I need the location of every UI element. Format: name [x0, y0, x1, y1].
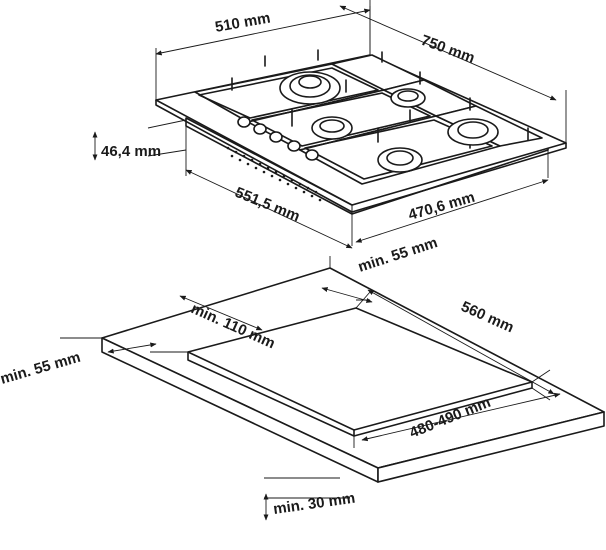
worktop-dimension-lines [60, 256, 561, 521]
label-hob-height: 46,4 mm [101, 143, 161, 160]
knob [237, 116, 251, 128]
knob [269, 131, 283, 143]
control-knobs [237, 116, 319, 161]
label-hob-width: 750 mm [419, 32, 477, 67]
label-cutout-width: 560 mm [458, 298, 516, 336]
hob-dimension-lines [92, 0, 567, 249]
knob [253, 123, 267, 135]
knob [287, 140, 301, 152]
hob-drawing [155, 49, 567, 215]
worktop-drawing [101, 267, 605, 483]
label-clearance-side: min. 55 mm [0, 349, 82, 388]
label-body-width: 551,5 mm [233, 184, 303, 225]
label-clearance-front: min. 55 mm [356, 234, 440, 276]
knob [305, 149, 319, 161]
label-body-depth: 470,6 mm [406, 189, 476, 224]
burners [279, 71, 499, 173]
label-worktop-thickness: min. 30 mm [272, 490, 356, 518]
